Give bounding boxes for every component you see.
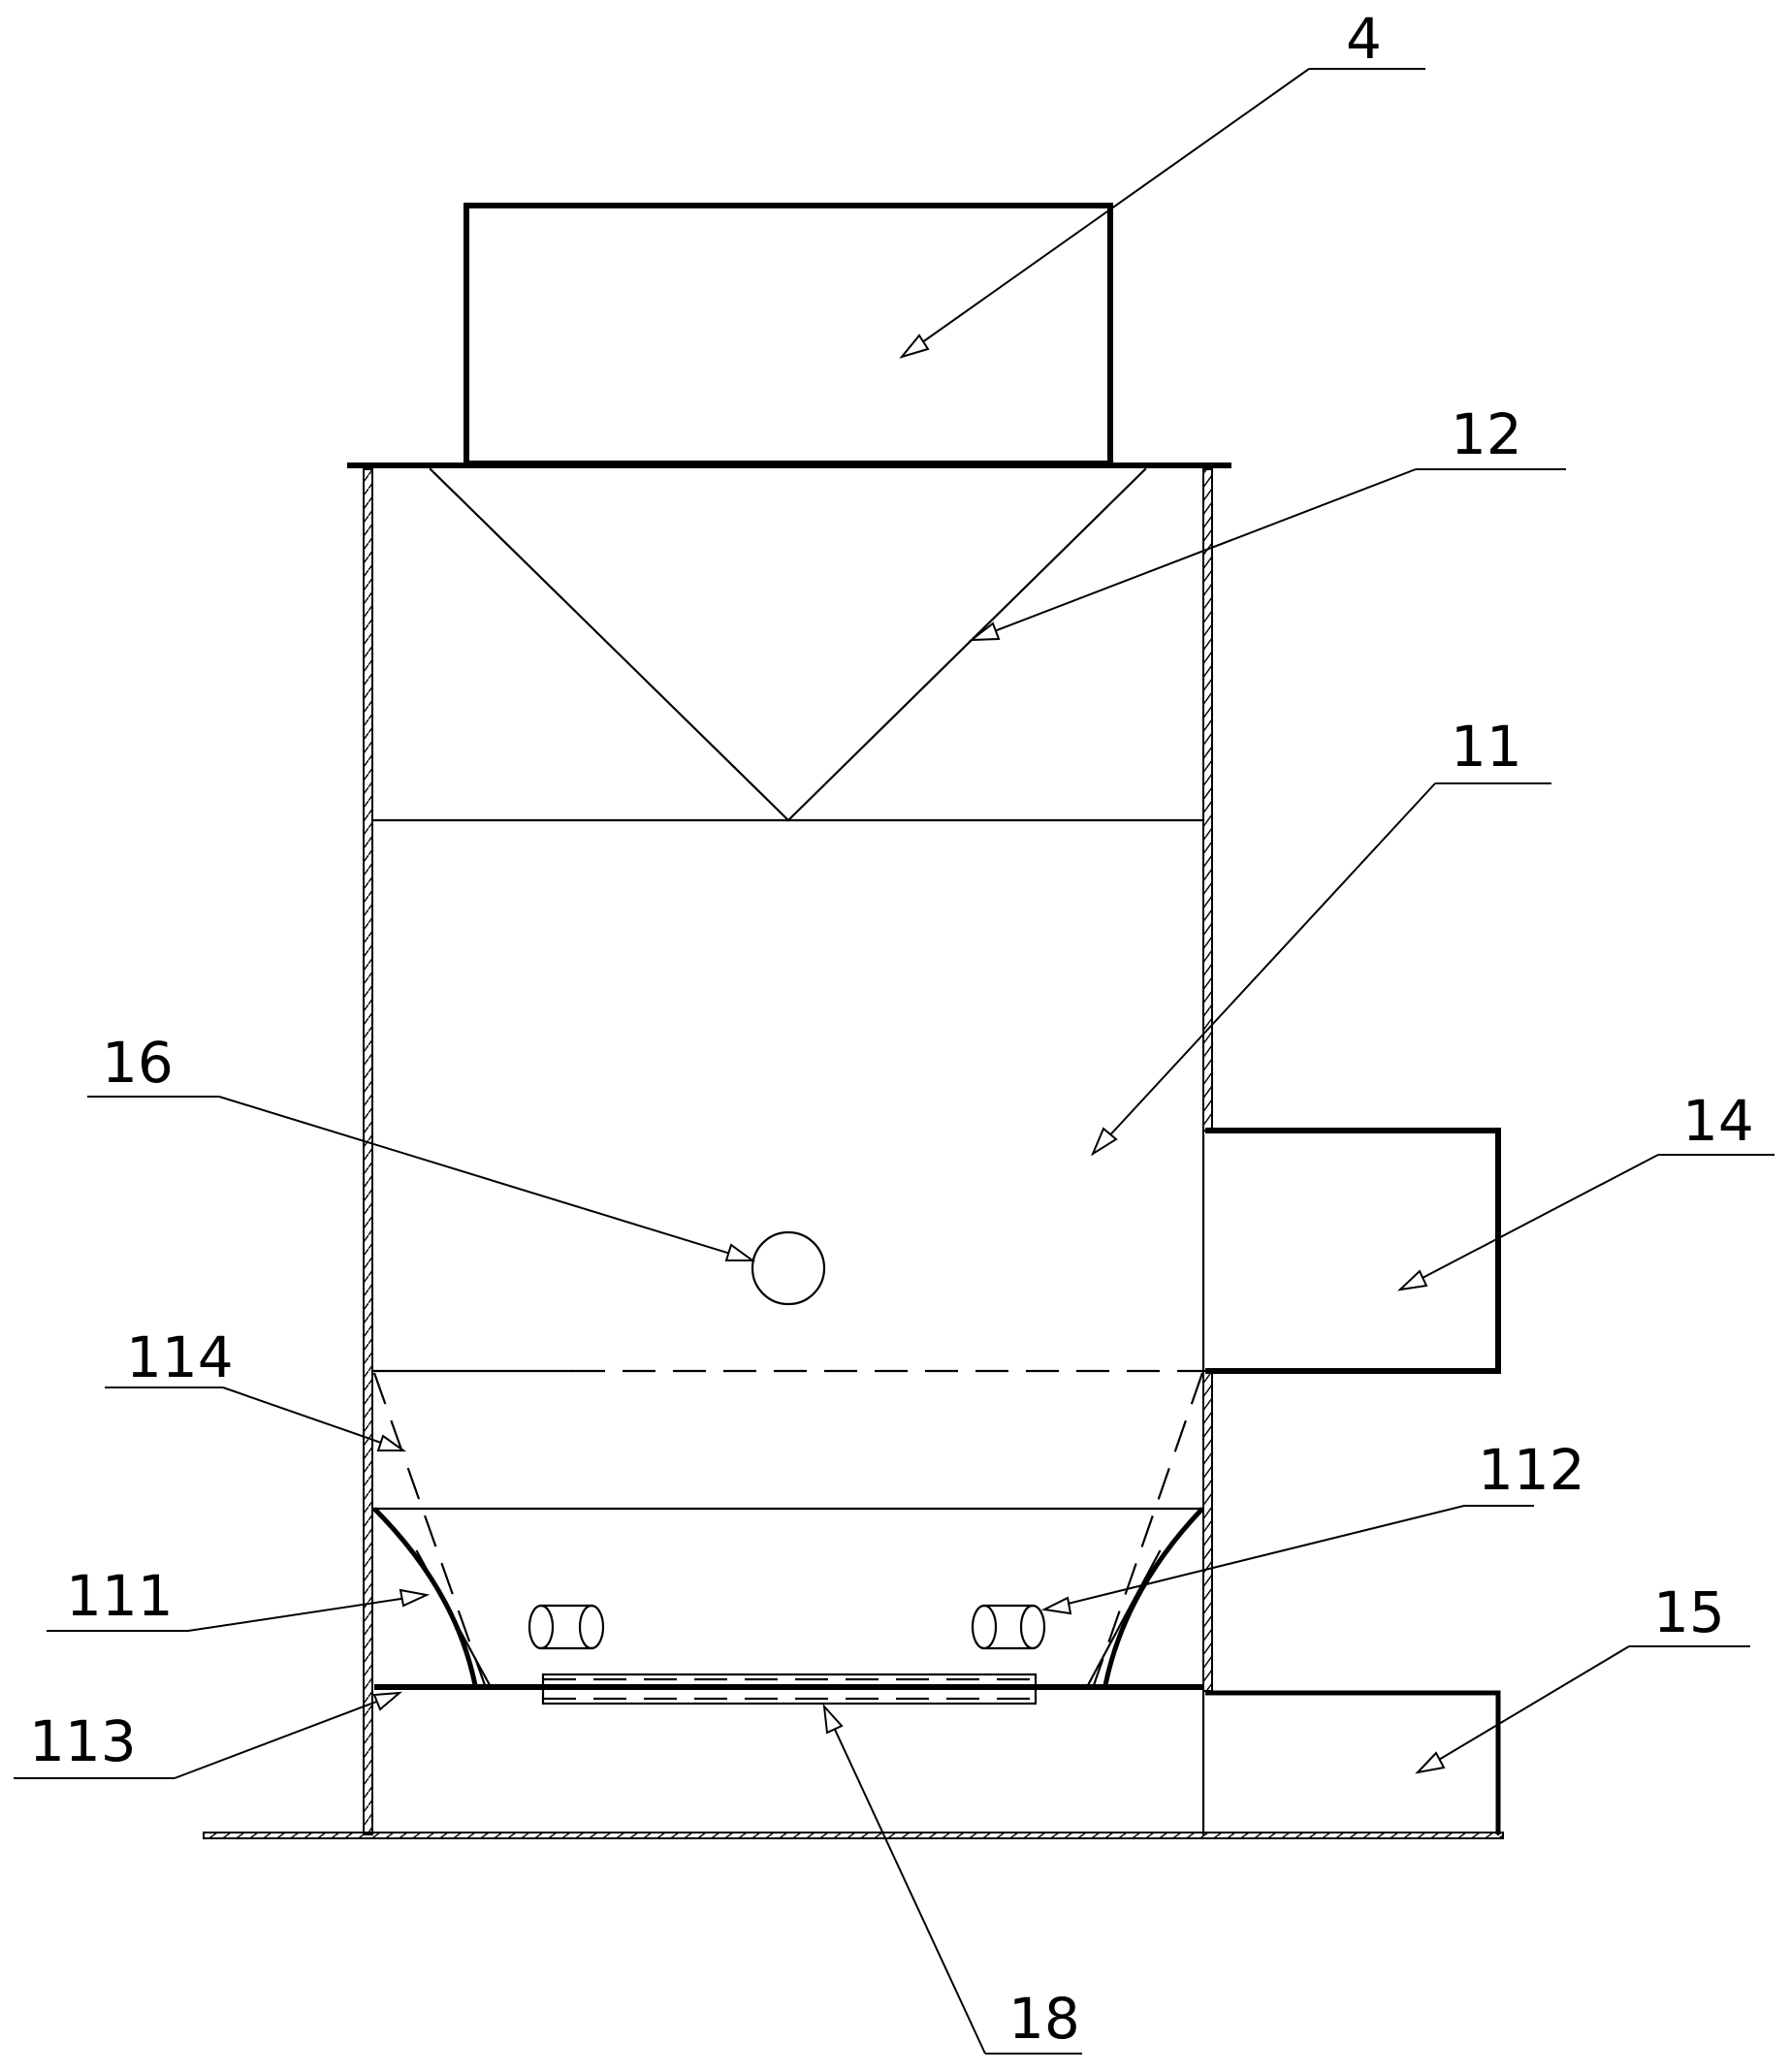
callout-112: 112	[1040, 1437, 1585, 1615]
callout-12-label: 12	[1451, 401, 1522, 467]
callout-14: 14	[1397, 1088, 1774, 1291]
floor-line	[203, 1832, 1504, 1839]
callout-11: 11	[1090, 714, 1551, 1157]
callout-111-label: 111	[66, 1563, 174, 1629]
callout-16-label: 16	[102, 1030, 174, 1096]
callout-4: 4	[899, 6, 1425, 359]
slot-18	[541, 1673, 1038, 1705]
left-wall	[363, 468, 373, 1835]
top-box	[463, 203, 1113, 466]
right-wall-upper	[1202, 468, 1213, 1132]
callout-112-label: 112	[1478, 1437, 1585, 1503]
round-port-16	[751, 1230, 826, 1306]
callout-15: 15	[1415, 1579, 1750, 1774]
callout-12: 12	[968, 401, 1566, 642]
callout-111: 111	[47, 1563, 431, 1632]
callout-114: 114	[105, 1324, 407, 1451]
callout-16: 16	[87, 1030, 756, 1261]
callout-4-label: 4	[1346, 6, 1382, 72]
cone-12	[370, 467, 1205, 822]
hopper-111	[372, 1507, 1204, 1687]
callout-15-label: 15	[1653, 1579, 1725, 1645]
callout-11-label: 11	[1451, 714, 1522, 780]
inner-cone-114	[372, 1372, 1204, 1686]
callout-114-label: 114	[126, 1324, 234, 1390]
callout-18-label: 18	[1008, 1986, 1080, 2052]
nozzle-left-112	[527, 1604, 605, 1650]
nozzle-right-112	[971, 1604, 1046, 1650]
side-outlet-14	[1205, 1128, 1501, 1374]
bottom-outlet-15	[1205, 1690, 1501, 1836]
callout-113: 113	[14, 1691, 402, 1779]
callout-18: 18	[822, 1704, 1082, 2055]
callout-113-label: 113	[29, 1708, 137, 1774]
callout-14-label: 14	[1682, 1088, 1754, 1154]
right-wall-middle	[1201, 1129, 1213, 1692]
